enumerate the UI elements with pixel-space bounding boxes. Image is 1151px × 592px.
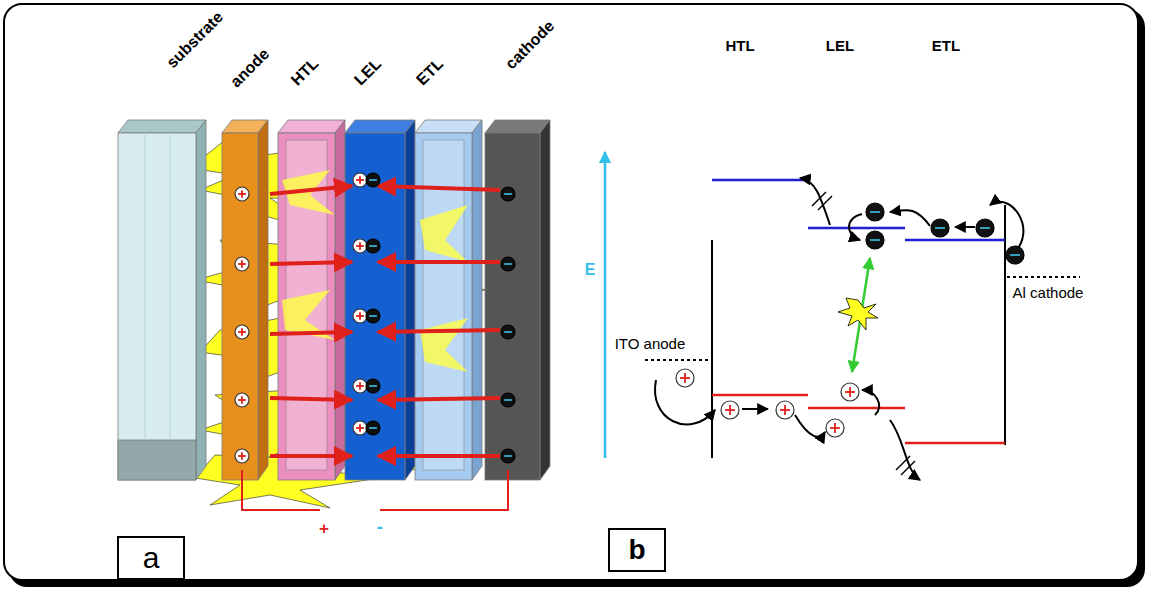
hole-symbol xyxy=(235,393,249,407)
hole-symbol xyxy=(721,401,739,419)
electron-symbol xyxy=(501,257,515,271)
hole-symbol xyxy=(235,325,249,339)
electron-symbol xyxy=(501,393,515,407)
panel-letter: b xyxy=(628,536,645,564)
hole-symbol xyxy=(353,379,367,393)
hole-symbol xyxy=(353,421,367,435)
hole-symbol xyxy=(826,419,844,437)
electron-symbol xyxy=(976,219,994,237)
panel-label-box: a xyxy=(117,536,185,580)
hole-symbol xyxy=(841,383,859,401)
electron-symbol xyxy=(366,239,380,253)
panel-letter: a xyxy=(143,543,160,573)
hole-symbol xyxy=(353,309,367,323)
electron-symbol xyxy=(501,449,515,463)
light-burst xyxy=(190,120,485,508)
label: ITO anode xyxy=(614,336,687,351)
wire xyxy=(242,470,508,510)
hole-symbol xyxy=(235,449,249,463)
label: Al cathode xyxy=(1012,285,1085,300)
hole-symbol xyxy=(353,239,367,253)
electron-symbol xyxy=(501,325,515,339)
energy-diagram xyxy=(605,152,1080,480)
light-burst xyxy=(282,170,468,372)
label: E xyxy=(585,262,596,278)
label: ETL xyxy=(932,38,960,53)
electron-symbol xyxy=(501,187,515,201)
electron-symbol xyxy=(366,173,380,187)
label: - xyxy=(377,517,383,536)
electron-symbol xyxy=(366,379,380,393)
charge-arrow xyxy=(270,186,500,456)
panel-label-box: b xyxy=(608,528,666,572)
electron-symbol xyxy=(1006,246,1024,264)
hole-symbol xyxy=(235,257,249,271)
electron-symbol xyxy=(931,219,949,237)
electron-symbol xyxy=(366,421,380,435)
hole-symbol xyxy=(353,173,367,187)
electron-symbol xyxy=(866,203,884,221)
electron-symbol xyxy=(366,309,380,323)
hole-symbol xyxy=(776,401,794,419)
label: HTL xyxy=(725,38,754,53)
layer-stack xyxy=(118,120,550,480)
label: LEL xyxy=(826,38,854,53)
label: + xyxy=(319,520,329,537)
hole-symbol xyxy=(676,369,694,387)
hole-symbol xyxy=(235,187,249,201)
electron-symbol xyxy=(866,231,884,249)
frame xyxy=(4,4,1138,580)
